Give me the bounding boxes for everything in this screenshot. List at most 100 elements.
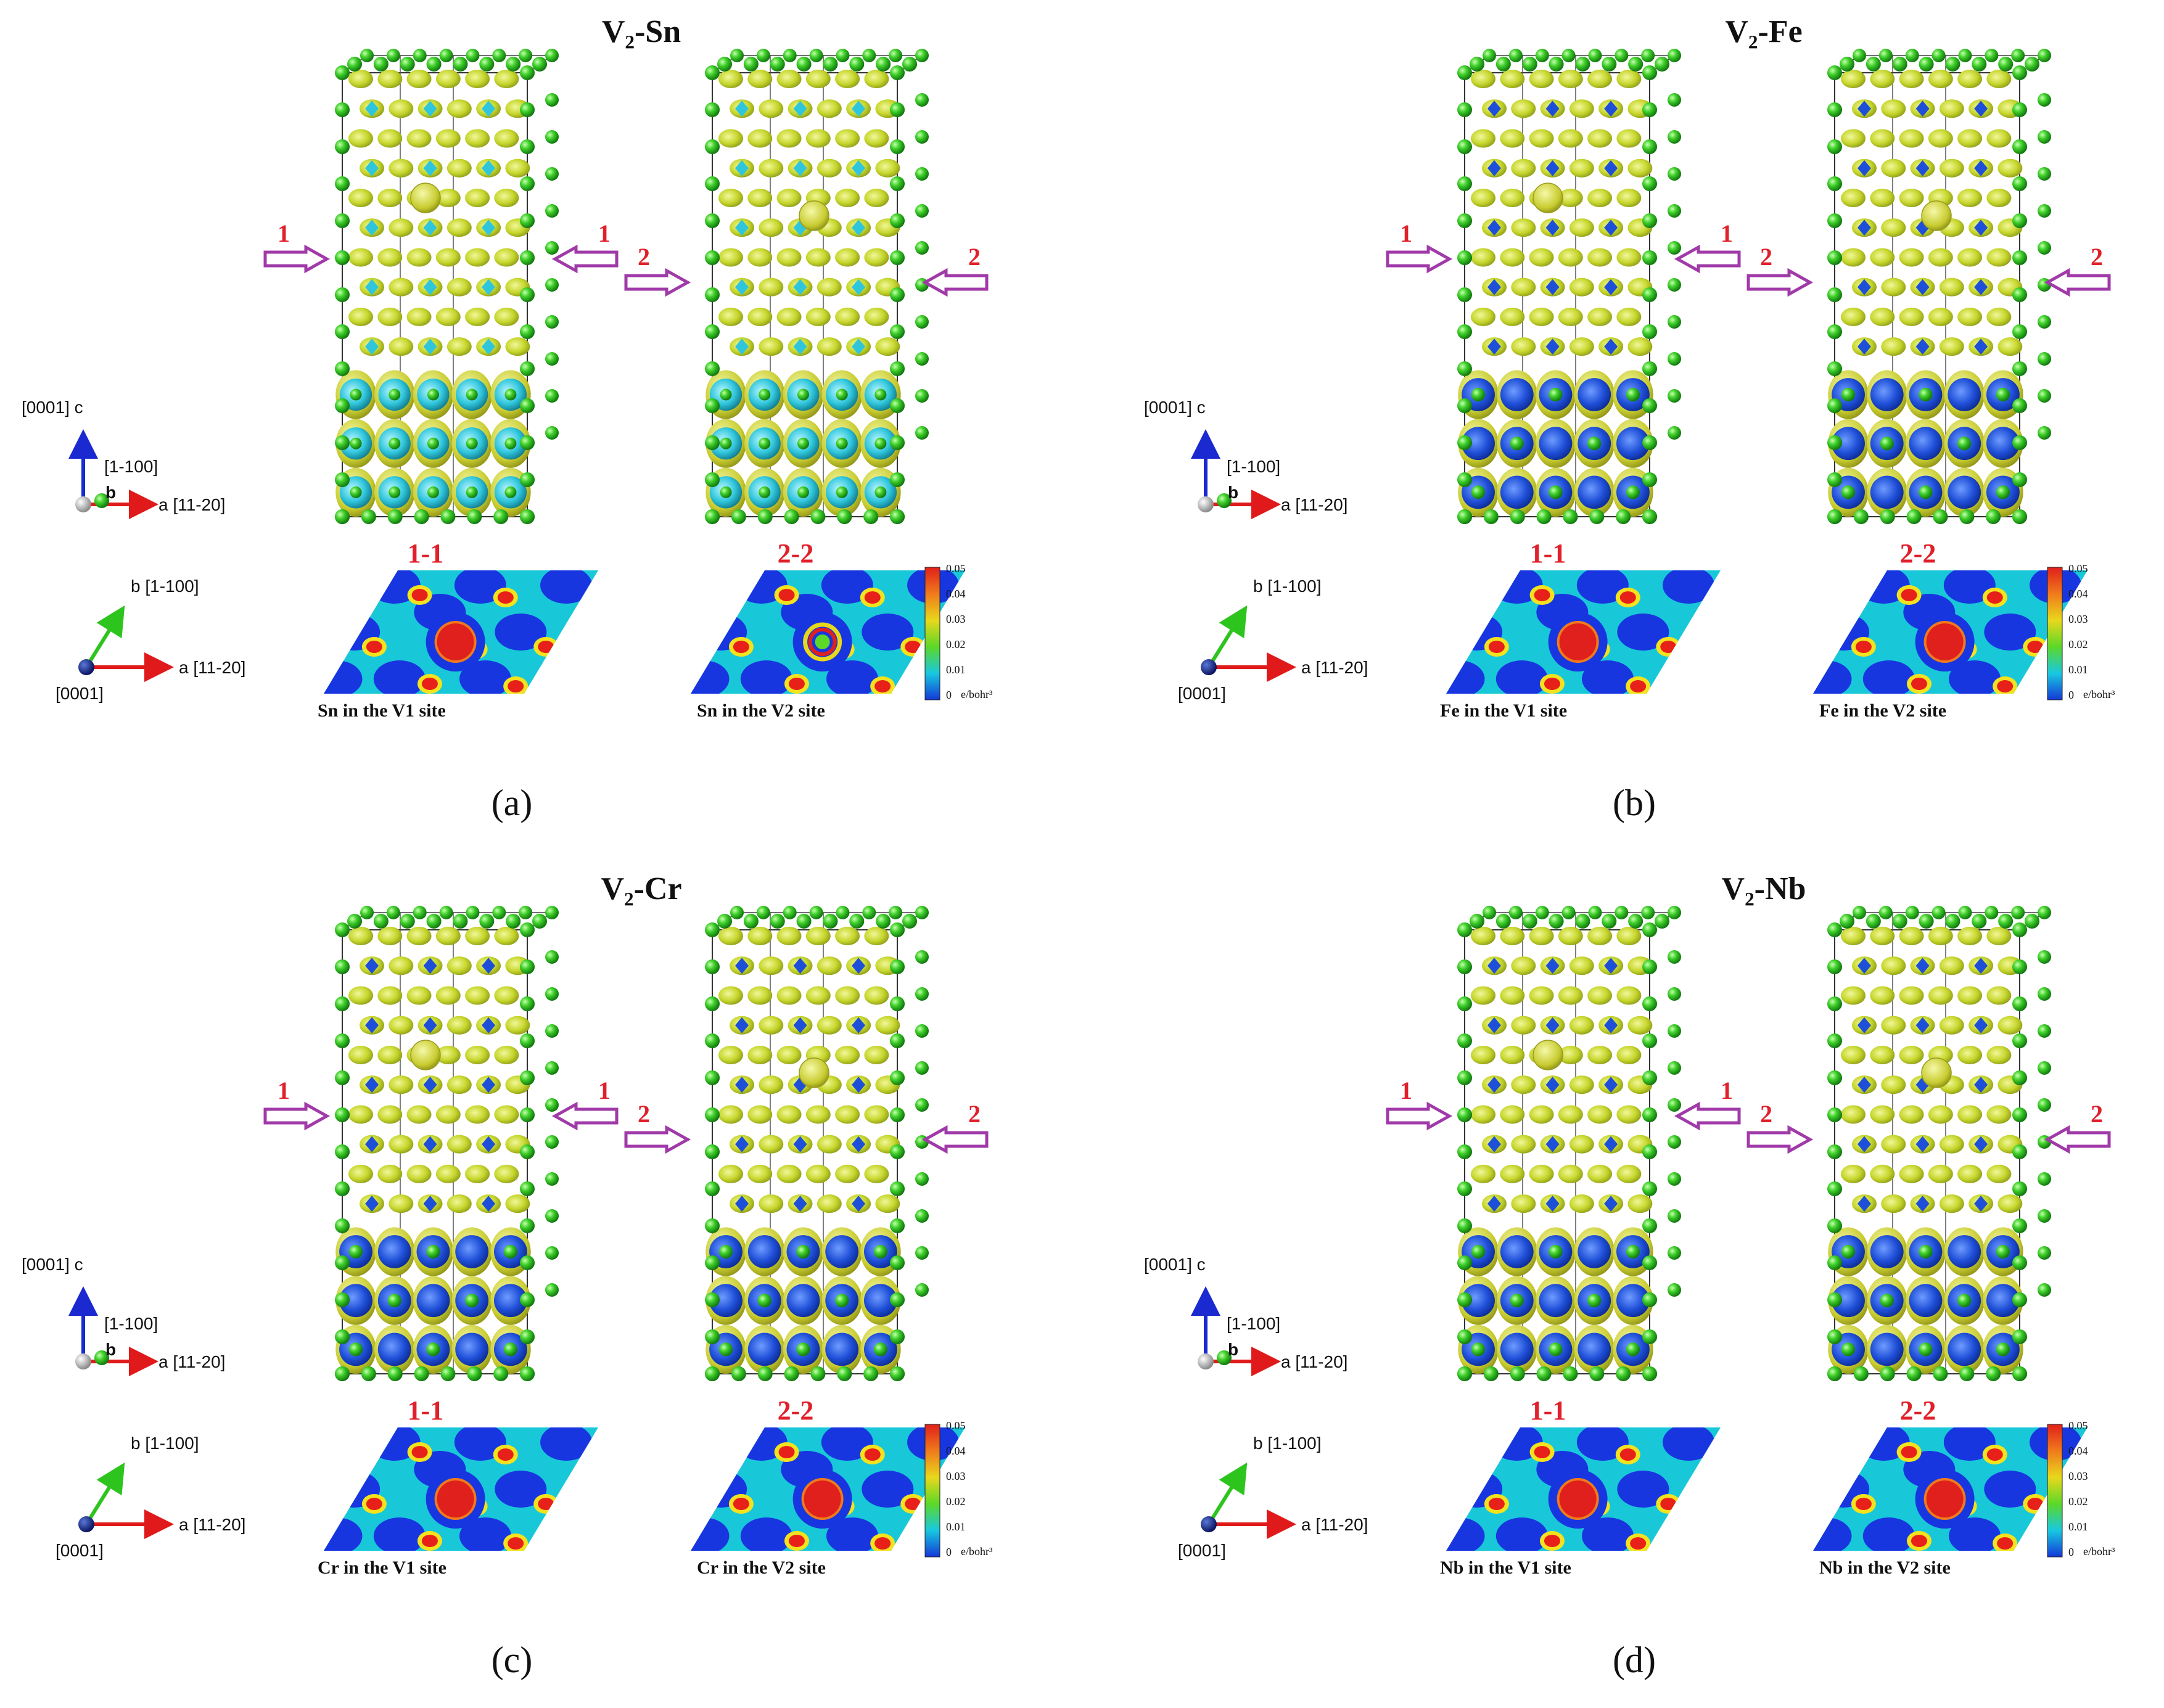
isosurface-blob — [718, 1164, 743, 1183]
green-atom — [1827, 1329, 1842, 1344]
v-atom-core — [759, 486, 771, 498]
panel-title: V₂-Fe — [1725, 14, 1802, 49]
isosurface-blob — [1558, 1105, 1583, 1124]
green-atom — [1615, 906, 1629, 919]
section-label-1-1: 1-1 — [408, 538, 444, 569]
a-axis-label: a [11-20] — [1301, 1515, 1368, 1534]
v-bond-diamond — [735, 958, 749, 974]
colorbar-tick-label: 0.01 — [2068, 663, 2088, 676]
green-atom — [1457, 250, 1472, 265]
b-axis-arrow — [1207, 605, 1248, 668]
green-atom — [1827, 250, 1842, 265]
green-atom — [705, 139, 720, 154]
isosurface-blob — [1511, 158, 1536, 178]
isosurface-blob — [1928, 927, 1953, 945]
density-high — [733, 1498, 749, 1510]
green-atom — [705, 1070, 720, 1085]
green-atom — [1668, 1098, 1681, 1112]
panel-title: V₂-Cr — [601, 871, 681, 906]
green-atom — [1853, 49, 1866, 62]
green-atom — [890, 324, 905, 339]
density-low — [1813, 1517, 1852, 1551]
v-atom-core — [1510, 1294, 1524, 1308]
isosurface-blob — [1881, 99, 1906, 118]
v-atom-core — [1471, 1342, 1486, 1357]
colorbar-tick-label: 0.03 — [2068, 613, 2088, 625]
v-bond-diamond — [1545, 160, 1560, 176]
isosurface-blob — [747, 927, 773, 945]
axes-3d: [0001] c[1-100]ba [11-20] — [1144, 1255, 1347, 1376]
v-bond-diamond — [1545, 1017, 1560, 1033]
v-atom-blue — [1948, 1235, 1981, 1268]
green-atom — [1642, 1218, 1657, 1233]
isosurface-blob — [759, 1194, 784, 1213]
green-atom — [705, 324, 720, 339]
density-low — [691, 660, 730, 694]
isosurface-blob — [1899, 986, 1924, 1005]
v-bond-diamond — [1604, 279, 1618, 295]
colorbar-gradient — [924, 567, 940, 700]
green-atom — [809, 49, 823, 62]
isosurface-blob — [1569, 956, 1594, 975]
isosurface-blob — [465, 307, 490, 326]
v-atom-blue — [863, 1284, 897, 1318]
green-atom — [1945, 914, 1960, 929]
green-atom — [784, 1366, 799, 1381]
green-atom — [731, 1366, 746, 1381]
isosurface-blob — [1616, 248, 1642, 267]
isosurface-blob — [1471, 307, 1495, 326]
isosurface-blob — [1899, 129, 1924, 148]
green-atom — [1642, 139, 1657, 154]
isosurface-blob — [718, 129, 743, 148]
isosurface-blob — [389, 158, 414, 178]
isosurface-blob — [1957, 1045, 1983, 1064]
colorbar-tick-label: 0.02 — [2068, 638, 2088, 651]
v-bond-diamond — [482, 1136, 496, 1152]
green-atom — [915, 352, 929, 366]
isosurface-blob — [435, 927, 461, 945]
density-low — [1617, 1471, 1669, 1508]
green-atom — [1483, 509, 1499, 524]
green-atom — [783, 906, 797, 919]
density-low — [1446, 660, 1485, 694]
v-atom-core — [1880, 1294, 1894, 1308]
isosurface-blob — [1986, 1164, 2012, 1183]
isosurface-blob — [1881, 277, 1906, 297]
green-atom — [2038, 241, 2051, 255]
density-low — [459, 1517, 512, 1551]
isosurface-blob — [1957, 129, 1983, 148]
green-atom — [506, 57, 521, 72]
isosurface-blob — [1616, 129, 1642, 148]
isosurface-blob — [1986, 248, 2012, 267]
section-mark-left-1: 1 — [1400, 1077, 1412, 1104]
v-atom-blue — [709, 1284, 743, 1318]
green-atom — [520, 1366, 535, 1381]
isosurface-blob — [494, 1045, 519, 1064]
green-atom — [335, 1366, 350, 1381]
v-atom-core — [1587, 1294, 1602, 1308]
v-atom-core — [426, 1244, 440, 1259]
green-atom — [915, 1061, 929, 1075]
green-atom — [705, 176, 720, 191]
isosurface-blob — [348, 307, 373, 326]
isosurface-blob — [805, 1164, 831, 1183]
green-atom — [335, 65, 350, 80]
isosurface-blob — [377, 1045, 403, 1064]
green-atom — [1495, 914, 1511, 929]
v-atom-core — [1996, 485, 2010, 499]
density-low — [540, 570, 593, 604]
v-bond-diamond — [1858, 1077, 1871, 1093]
isosurface-blob — [446, 99, 472, 118]
caption-v2-site: Sn in the V2 site — [697, 700, 825, 721]
v-atom-core — [350, 388, 362, 401]
density-high — [538, 1498, 554, 1510]
green-atom — [705, 472, 720, 487]
v-atom-blue — [377, 1235, 411, 1268]
green-atom — [335, 213, 350, 228]
v-atom-blue — [1870, 1332, 1904, 1366]
density-high — [1911, 1535, 1927, 1547]
green-atom — [479, 57, 495, 72]
isosurface-blob — [835, 927, 860, 945]
green-atom — [1827, 922, 1842, 937]
v-atom-core — [465, 1294, 479, 1308]
